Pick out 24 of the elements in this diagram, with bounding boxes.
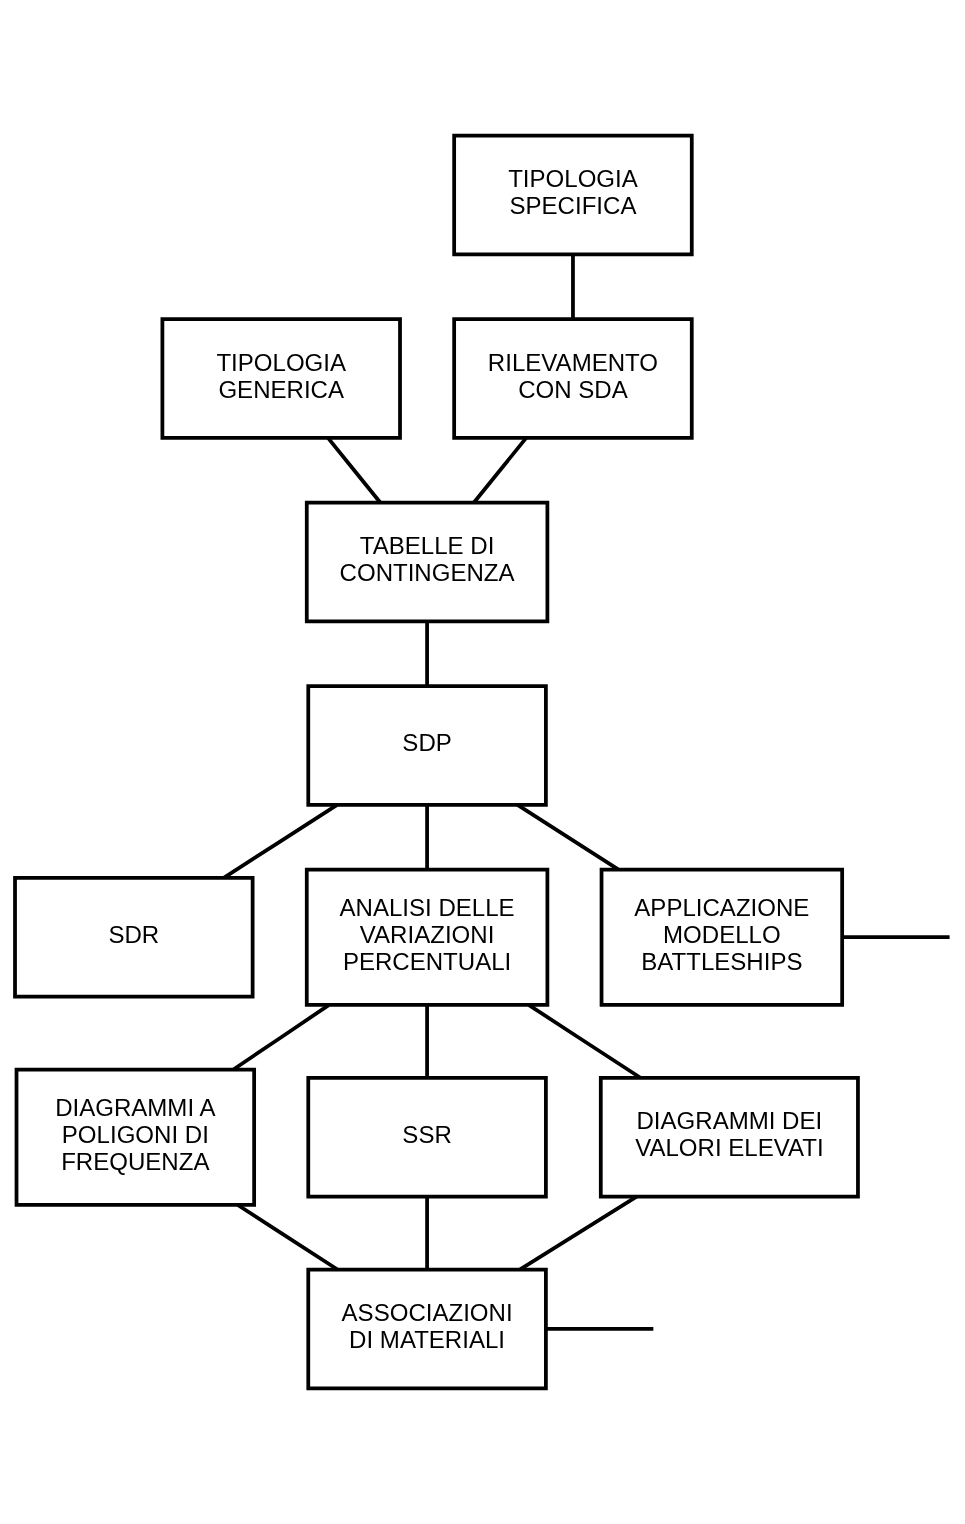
connector xyxy=(516,803,619,871)
connector xyxy=(326,436,382,504)
connector xyxy=(424,805,429,870)
node-box: SSR xyxy=(305,1075,548,1199)
connector xyxy=(472,436,527,504)
node-box: DIAGRAMMI DEI VALORI ELEVATI xyxy=(598,1075,860,1199)
connector xyxy=(841,935,950,940)
node-box: DIAGRAMMI A POLIGONI DI FREQUENZA xyxy=(14,1067,256,1207)
node-box: APPLICAZIONE MODELLO BATTLESHIPS xyxy=(599,867,844,1007)
node-box: TIPOLOGIA SPECIFICA xyxy=(451,133,694,257)
connector xyxy=(518,1195,638,1271)
connector xyxy=(424,621,429,686)
connector xyxy=(424,1005,429,1078)
node-box: TABELLE DI CONTINGENZA xyxy=(304,500,549,624)
connector xyxy=(424,1196,429,1270)
node-box: TIPOLOGIA GENERICA xyxy=(160,317,402,440)
connector xyxy=(570,254,575,319)
node-box: SDP xyxy=(305,684,548,807)
node-box: RILEVAMENTO CON SDA xyxy=(451,317,694,440)
connector xyxy=(545,1327,653,1331)
node-box: ASSOCIAZIONI DI MATERIALI xyxy=(305,1267,548,1391)
connector xyxy=(232,1003,330,1071)
node-box: SDR xyxy=(12,875,254,999)
node-box: ANALISI DELLE VARIAZIONI PERCENTUALI xyxy=(304,867,549,1007)
